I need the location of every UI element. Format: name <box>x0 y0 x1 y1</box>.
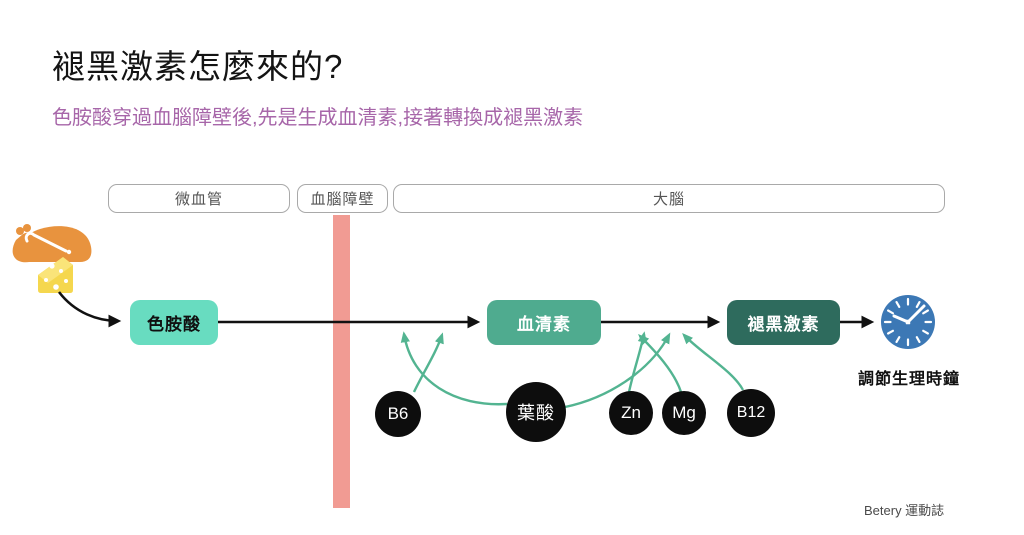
region-box-brain: 大腦 <box>393 184 945 213</box>
cofactor-b6: B6 <box>375 391 421 437</box>
cofactor-b12: B12 <box>727 389 775 437</box>
turkey-icon <box>20 226 92 262</box>
cofactor-b12-label: B12 <box>736 404 766 421</box>
cofactor-magnesium-label: Mg <box>672 403 696 422</box>
region-box-capillary: 微血管 <box>108 184 290 213</box>
flow-node-melatonin: 褪黑激素 <box>727 300 840 345</box>
arrow-b6-to-serotonin-step <box>412 332 444 393</box>
region-box-blood-brain-barrier: 血腦障壁 <box>297 184 388 213</box>
arrow-folate-to-serotonin-step <box>400 331 508 406</box>
cofactor-b6-label: B6 <box>387 404 409 423</box>
blood-brain-barrier-bar <box>333 215 350 508</box>
flow-node-tryptophan: 色胺酸 <box>130 300 218 345</box>
flow-node-melatonin-label: 褪黑激素 <box>747 315 820 334</box>
cheese-icon <box>38 257 73 293</box>
arrow-folate-to-melatonin-step <box>564 332 671 409</box>
arrow-zn-to-melatonin-step <box>627 331 647 393</box>
clock-minute-hand <box>906 304 926 324</box>
region-label-capillary: 微血管 <box>174 191 223 208</box>
arrow-mg-to-melatonin-step <box>638 334 683 393</box>
flow-node-tryptophan-label: 色胺酸 <box>147 315 201 334</box>
arrow-b12-to-melatonin-step <box>682 332 745 391</box>
clock-icon <box>881 295 935 349</box>
flow-node-serotonin-label: 血清素 <box>517 315 571 334</box>
outcome-label: 調節生理時鐘 <box>857 371 960 388</box>
region-label-blood-brain-barrier: 血腦障壁 <box>310 191 375 208</box>
clock-hour-hand <box>892 314 910 324</box>
cofactor-folate-label: 葉酸 <box>517 403 555 423</box>
cofactor-folate: 葉酸 <box>506 382 566 442</box>
cofactor-magnesium: Mg <box>662 391 706 435</box>
region-label-brain: 大腦 <box>652 191 685 208</box>
arrow-food-to-tryptophan <box>57 291 122 328</box>
credit-text: Betery 運動誌 <box>864 503 945 518</box>
page-subtitle: 色胺酸穿過血腦障壁後,先是生成血清素,接著轉換成褪黑激素 <box>52 107 584 129</box>
cofactor-zinc: Zn <box>609 391 653 435</box>
cofactor-zinc-label: Zn <box>621 403 641 422</box>
page-title: 褪黑激素怎麼來的? <box>52 48 344 85</box>
flow-node-serotonin: 血清素 <box>487 300 601 345</box>
